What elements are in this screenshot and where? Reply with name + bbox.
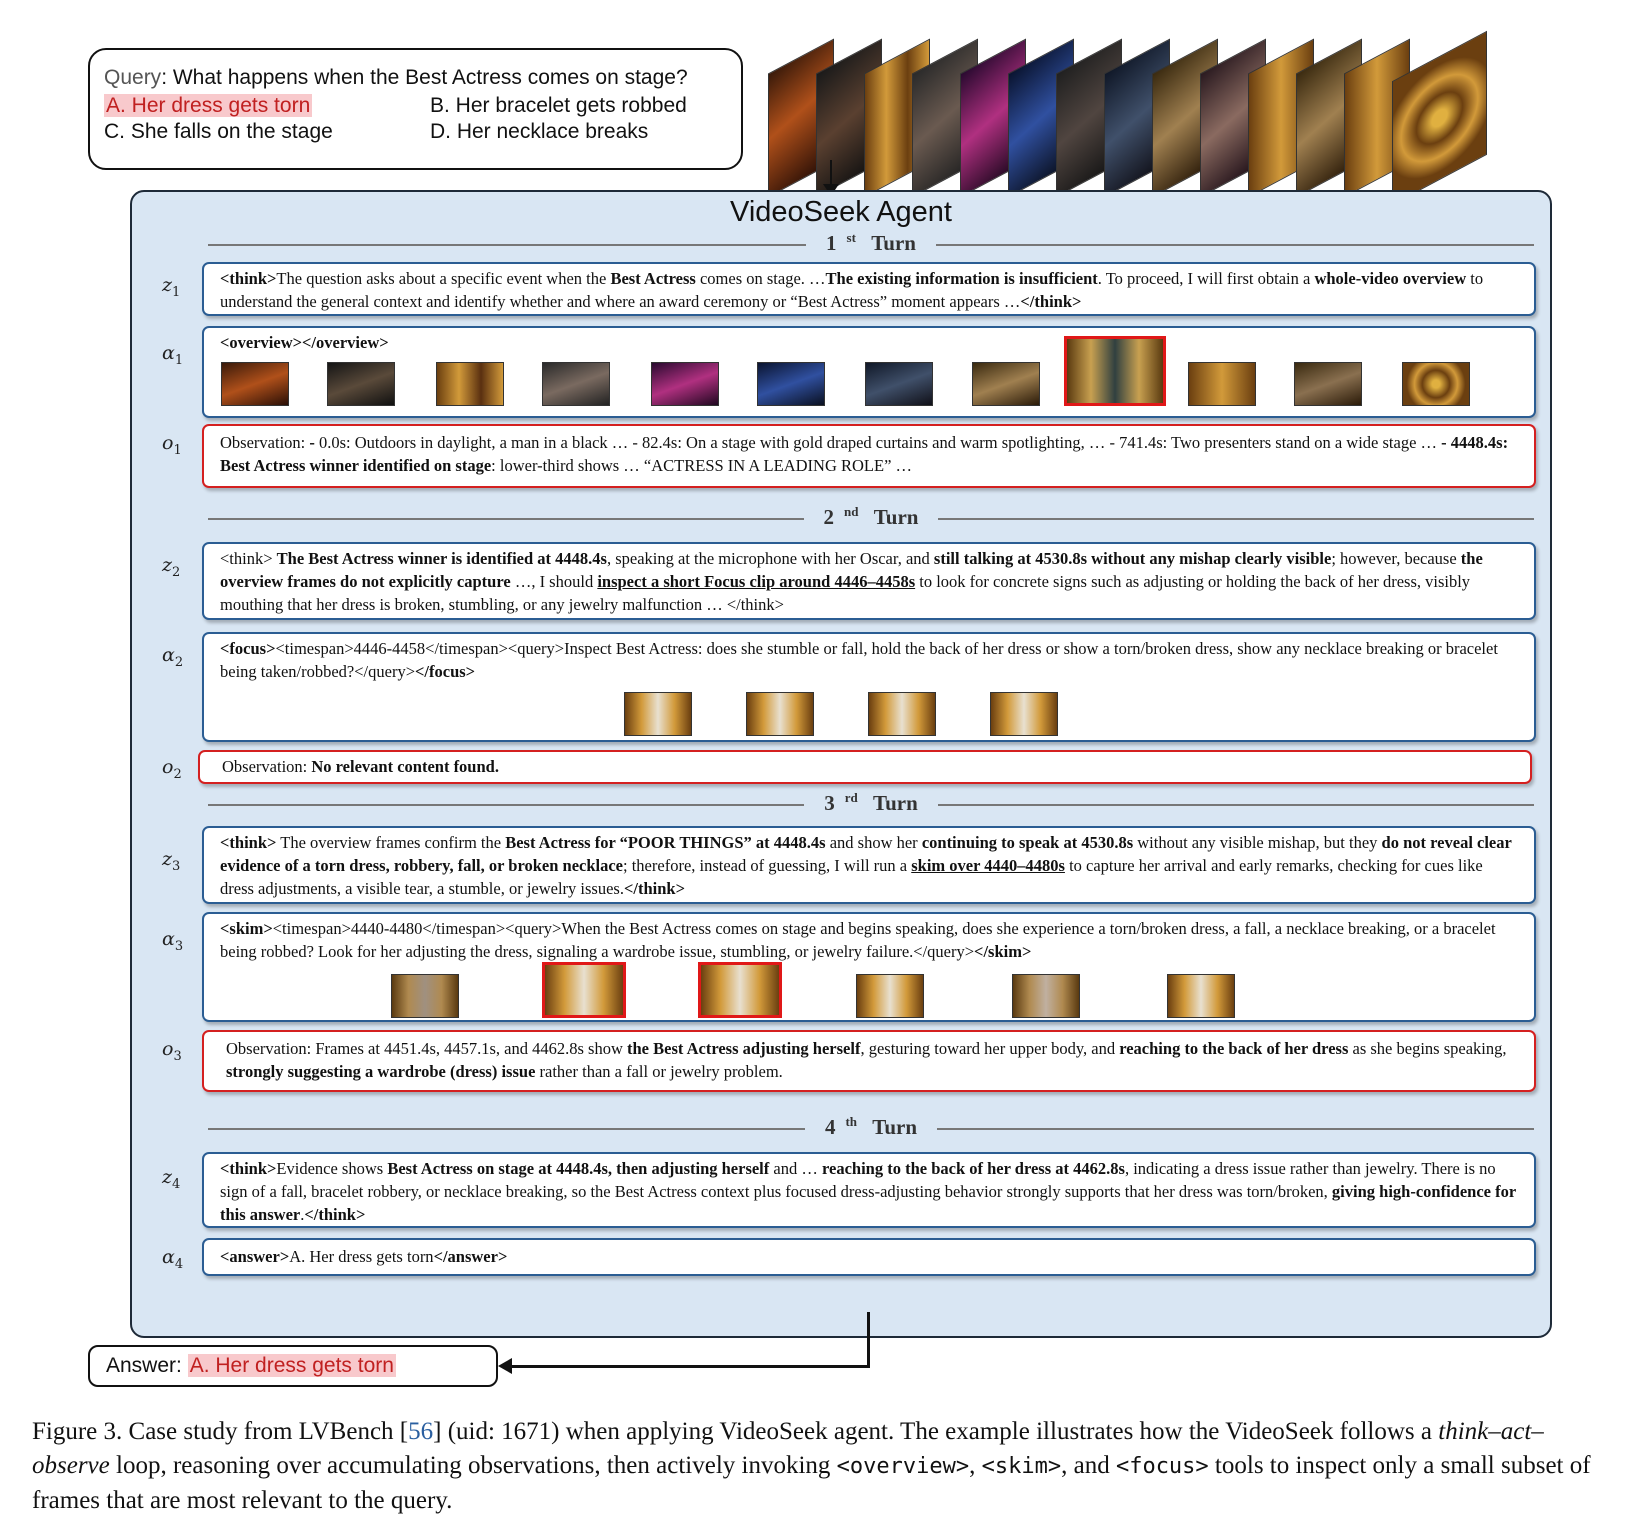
query-question: Query: What happens when the Best Actres… [104,66,688,90]
label-o1: o1 [162,432,182,458]
frame-thumb [865,362,933,406]
skim-frame-thumb [1012,974,1080,1018]
frame-thumb [651,362,719,406]
answer-action-box: <answer>A. Her dress gets torn</answer> [202,1238,1536,1276]
output-connector [867,1312,870,1367]
frame-thumb [221,362,289,406]
observation-box-3: Observation: Frames at 4451.4s, 4457.1s,… [202,1030,1536,1092]
think-box-1: <think>The question asks about a specifi… [202,262,1536,316]
frame-thumb [542,362,610,406]
think-box-4: <think>Evidence shows Best Actress on st… [202,1152,1536,1228]
overview-tag: <overview></overview> [220,333,389,352]
think-box-3: <think> The overview frames confirm the … [202,826,1536,904]
think-box-2: <think> The Best Actress winner is ident… [202,542,1536,620]
frame-thumb [1402,362,1470,406]
skim-frame-thumb [856,974,924,1018]
frame-thumb [1294,362,1362,406]
action-box-1: <overview></overview> [202,326,1536,418]
frame-thumb [757,362,825,406]
label-alpha4: α4 [162,1246,183,1272]
final-answer-value: A. Her dress gets torn [188,1354,396,1377]
observation-box-1: Observation: - 0.0s: Outdoors in dayligh… [202,424,1536,488]
label-alpha2: α2 [162,644,183,670]
label-o3: o3 [162,1038,182,1064]
agent-title: VideoSeek Agent [132,196,1550,229]
selected-skim-frame-thumb [698,962,782,1018]
label-o2: o2 [162,756,182,782]
label-alpha1: α1 [162,342,183,368]
action-box-2: <focus><timespan>4446-4458</timespan><qu… [202,632,1536,742]
observation-box-2: Observation: No relevant content found. [198,750,1532,784]
selected-frame-thumb [1064,336,1166,406]
focus-frame-thumb [746,692,814,736]
option-c: C. She falls on the stage [104,120,333,144]
input-arrow [830,160,832,190]
focus-frame-thumb [990,692,1058,736]
label-z2: z2 [162,554,180,580]
skim-frame-thumb [1167,974,1235,1018]
output-arrow [510,1365,870,1368]
frame-thumb [436,362,504,406]
label-z4: z4 [162,1166,180,1192]
figure-caption: Figure 3. Case study from LVBench [56] (… [32,1415,1612,1518]
video-frame-strip [760,38,1550,186]
query-label: Query [104,66,161,89]
label-alpha3: α3 [162,928,183,954]
query-box: Query: What happens when the Best Actres… [88,48,743,170]
action-box-3: <skim><timespan>4440-4480</timespan><que… [202,912,1536,1022]
frame-thumb [972,362,1040,406]
selected-skim-frame-thumb [542,962,626,1018]
frame-thumb [327,362,395,406]
focus-frame-thumb [868,692,936,736]
citation-link[interactable]: 56 [408,1418,433,1445]
final-answer-box: Answer: A. Her dress gets torn [88,1345,498,1387]
skim-frame-thumb [391,974,459,1018]
option-b: B. Her bracelet gets robbed [430,94,687,118]
frame-thumb [1188,362,1256,406]
focus-frame-thumb [624,692,692,736]
label-z1: z1 [162,274,180,300]
option-a: A. Her dress gets torn [104,94,312,118]
option-d: D. Her necklace breaks [430,120,648,144]
label-z3: z3 [162,848,180,874]
